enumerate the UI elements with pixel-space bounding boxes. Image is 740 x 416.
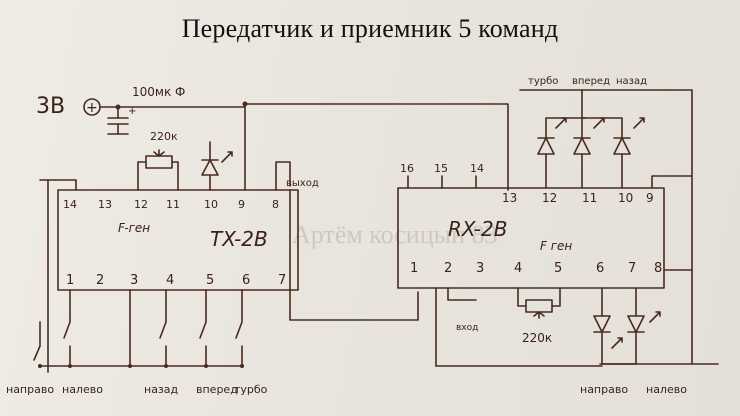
tx-resistor-wire [137,161,179,191]
rx-led-right [593,287,611,365]
rx-input-label: вход [456,323,478,333]
led-arrow [633,117,645,129]
rx-led-turbo [537,117,587,189]
tx-pin-3: 3 [130,273,138,288]
led-arrow [593,117,605,129]
tx-button-label-turbo: турбо [234,383,268,396]
tx-led [201,141,219,191]
rx-pin-2: 2 [444,261,452,276]
rx-resistor-wire [517,287,561,307]
button-switch [235,289,243,367]
rx-pin-5: 5 [554,261,562,276]
rx-led-label-forward: вперед [572,76,610,87]
rx-led-label-turbo: турбо [528,76,558,87]
rx-pin-3: 3 [476,261,484,276]
capacitor-plus: + [128,106,136,117]
watermark: Артём косицын 83 [292,220,498,249]
rx-pin-14: 14 [470,162,484,175]
rx-pin9-wire [651,175,693,189]
rx-pin-16: 16 [400,162,414,175]
tx-pin-4: 4 [166,273,174,288]
capacitor-label: 100мк Ф [132,85,185,99]
rx-chip-name: RX-2B [448,217,507,241]
tx-pin-9: 9 [238,198,245,211]
rx-pin-13: 13 [502,191,517,205]
rx-bottom-leds [593,287,661,365]
led-arrow [611,337,623,349]
rx-osc-label: F ген [540,239,572,253]
rx-pin-8: 8 [654,261,662,276]
tx-pin-14: 14 [63,198,77,211]
rx-pin-11: 11 [582,191,597,205]
tx-button-label-back: назад [144,383,179,396]
tx-bottom-pins: 1 2 3 4 5 6 7 [66,273,286,288]
tx-button-label-forward: вперед [196,383,238,396]
rx-top-left-pin-stubs [407,175,477,189]
rx-led-label-right: направо [580,383,628,396]
rx-led-label-left: налево [646,383,687,396]
rx-resistor-arrow [533,311,545,319]
rx-pin-9: 9 [646,191,654,205]
button-switch [199,289,207,367]
rx-bottom-pins: 1 2 3 4 5 6 7 8 [410,261,662,276]
right-rail [519,89,693,365]
tx-pin-11: 11 [166,198,180,211]
tx-chip-name: TX-2B [210,227,268,251]
tx-button-label-right: направо [6,383,54,396]
rx-pin-15: 15 [434,162,448,175]
rx-pin-6: 6 [596,261,604,276]
led-arrow [649,311,661,323]
tx-pin-13: 13 [98,198,112,211]
tx-led-arrow [221,151,233,163]
rx-pin-12: 12 [542,191,557,205]
rx-vcc-wire [244,103,509,191]
tx-top-pins: 14 13 12 11 10 9 8 [63,198,279,211]
rx-top-leds [537,89,645,189]
rx-led-left [601,287,645,365]
tx-resistor-label: 220к [150,130,178,143]
tx-ground-wire [39,179,77,373]
rx-led-label-back: назад [616,76,647,87]
tx-pin-10: 10 [204,198,218,211]
rx-top-left-pins: 16 15 14 [400,162,484,189]
supply-voltage-label: 3В [36,94,65,119]
rx-top-pins: 13 12 11 10 9 [502,191,654,205]
tx-pin-8: 8 [272,198,279,211]
tx-pin-7: 7 [278,273,286,288]
rx-resistor [525,299,553,313]
capacitor-symbol [107,106,129,135]
rx-pin-7: 7 [628,261,636,276]
tx-button-label-left: налево [62,383,103,396]
tx-pin-12: 12 [134,198,148,211]
button-switch [33,289,71,367]
rx-led-back [581,117,631,189]
tx-resistor-arrow [153,149,165,157]
tx-pin-5: 5 [206,273,214,288]
tx-to-rx-signal [289,189,419,321]
rx-led-forward [573,117,591,189]
page-title: Передатчик и приемник 5 команд [181,14,559,43]
tx-output-stub [275,161,291,191]
rx-pin-4: 4 [514,261,522,276]
rx-input-wire [447,287,477,301]
tx-resistor [145,155,173,169]
rx-chip [397,187,665,289]
tx-pin-1: 1 [66,273,74,288]
tx-pin-2: 2 [96,273,104,288]
tx-pin-6: 6 [242,273,250,288]
supply-plus-sign: + [86,100,98,116]
rx-resistor-label: 220к [522,331,552,345]
tx-buttons [33,289,244,368]
tx-osc-label: F-ген [118,221,150,235]
rx-pin-1: 1 [410,261,418,276]
button-switch [159,289,167,367]
led-arrow [555,117,567,129]
rx-pin-10: 10 [618,191,633,205]
tx-output-label: выход [286,178,319,189]
